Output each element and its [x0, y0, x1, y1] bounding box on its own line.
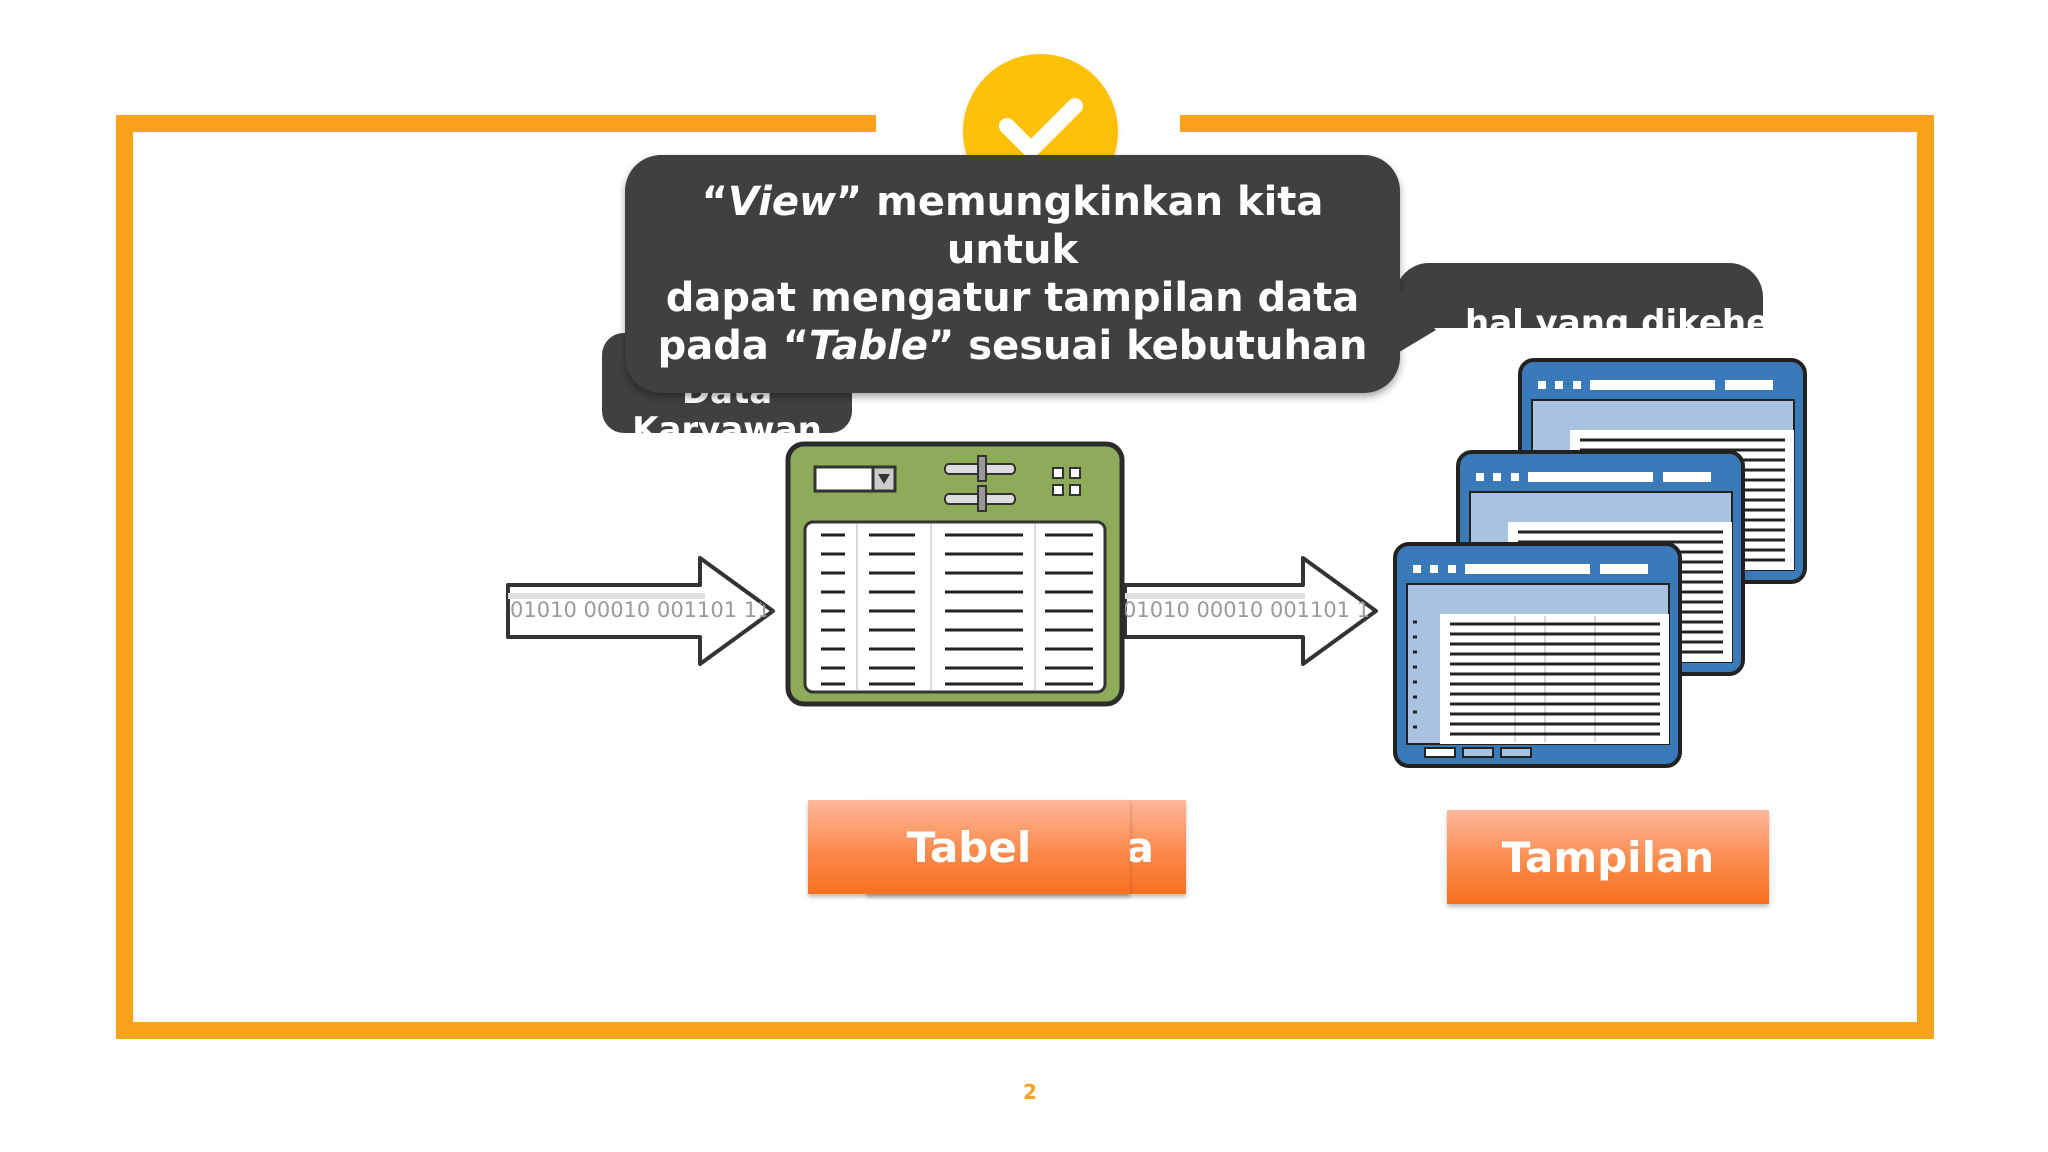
table-window-icon [785, 441, 1125, 707]
frame-right [1917, 115, 1934, 1039]
callout-right: hal yang dikehendaki [1395, 263, 1763, 328]
callout-line2: dapat mengatur tampilan data [665, 275, 1360, 321]
frame-top-left [116, 115, 876, 132]
label-view-text: Tampilan [1501, 832, 1715, 882]
callout-table-word: Table [809, 323, 929, 369]
callout-quote-open: “ [701, 179, 728, 225]
callout-line3-post: ” sesuai kebutuhan [928, 323, 1368, 369]
label-view: Tampilan [1447, 810, 1769, 904]
callout-left-line2: Karyawan [632, 410, 822, 433]
view-windows-icon [1393, 358, 1807, 768]
frame-left [116, 115, 133, 1039]
callout-line1-rest: ” memungkinkan kita untuk [835, 179, 1324, 273]
callout-line1: “View” memungkinkan kita untuk [655, 178, 1370, 274]
check-icon [999, 98, 1083, 158]
data-arrow-icon: 01010 00010 001101 110 [506, 556, 784, 666]
callout-line3: pada “Table” sesuai kebutuhan [655, 322, 1370, 370]
arrow-right-binary: 01010 00010 001101 110 [1123, 598, 1397, 622]
frame-top-right [1180, 115, 1934, 132]
callout-right-text: hal yang dikehendaki [1465, 303, 1763, 328]
callout-main-text: “View” memungkinkan kita untuk dapat men… [655, 178, 1370, 370]
data-arrow-icon: 01010 00010 001101 110 [1123, 556, 1397, 666]
label-table-text: Tabel [906, 822, 1032, 872]
label-table: Tabel [808, 800, 1130, 894]
callout-line3-pre: pada “ [657, 323, 810, 369]
view-window-front [1393, 542, 1682, 768]
callout-tail [1396, 286, 1436, 354]
page-number: 2 [1023, 1080, 1037, 1104]
arrow-left-binary: 01010 00010 001101 110 [510, 598, 784, 622]
frame-bottom [116, 1022, 1934, 1039]
callout-main: “View” memungkinkan kita untuk dapat men… [625, 155, 1400, 393]
callout-view-word: View [727, 179, 836, 225]
illustration: 01010 00010 001101 110 01010 00010 00110… [506, 358, 1807, 768]
